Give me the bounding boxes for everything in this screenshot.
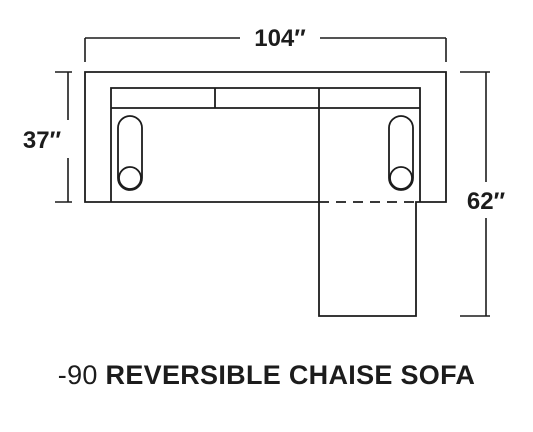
product-name: REVERSIBLE CHAISE SOFA: [105, 360, 476, 390]
sofa-outline: [84, 71, 447, 317]
model-code: -90: [57, 360, 98, 390]
width-dimension-line: [84, 37, 447, 62]
width-label: 104″: [254, 25, 306, 52]
product-caption: -90 REVERSIBLE CHAISE SOFA: [0, 360, 533, 391]
chaise-depth-dimension-line: [460, 71, 490, 317]
left-bolster-pillow: [117, 115, 143, 191]
depth-dimension-line: [55, 71, 72, 203]
right-bolster-pillow: [388, 115, 414, 191]
chaise-depth-label: 62″: [467, 188, 506, 215]
depth-label: 37″: [23, 127, 62, 154]
